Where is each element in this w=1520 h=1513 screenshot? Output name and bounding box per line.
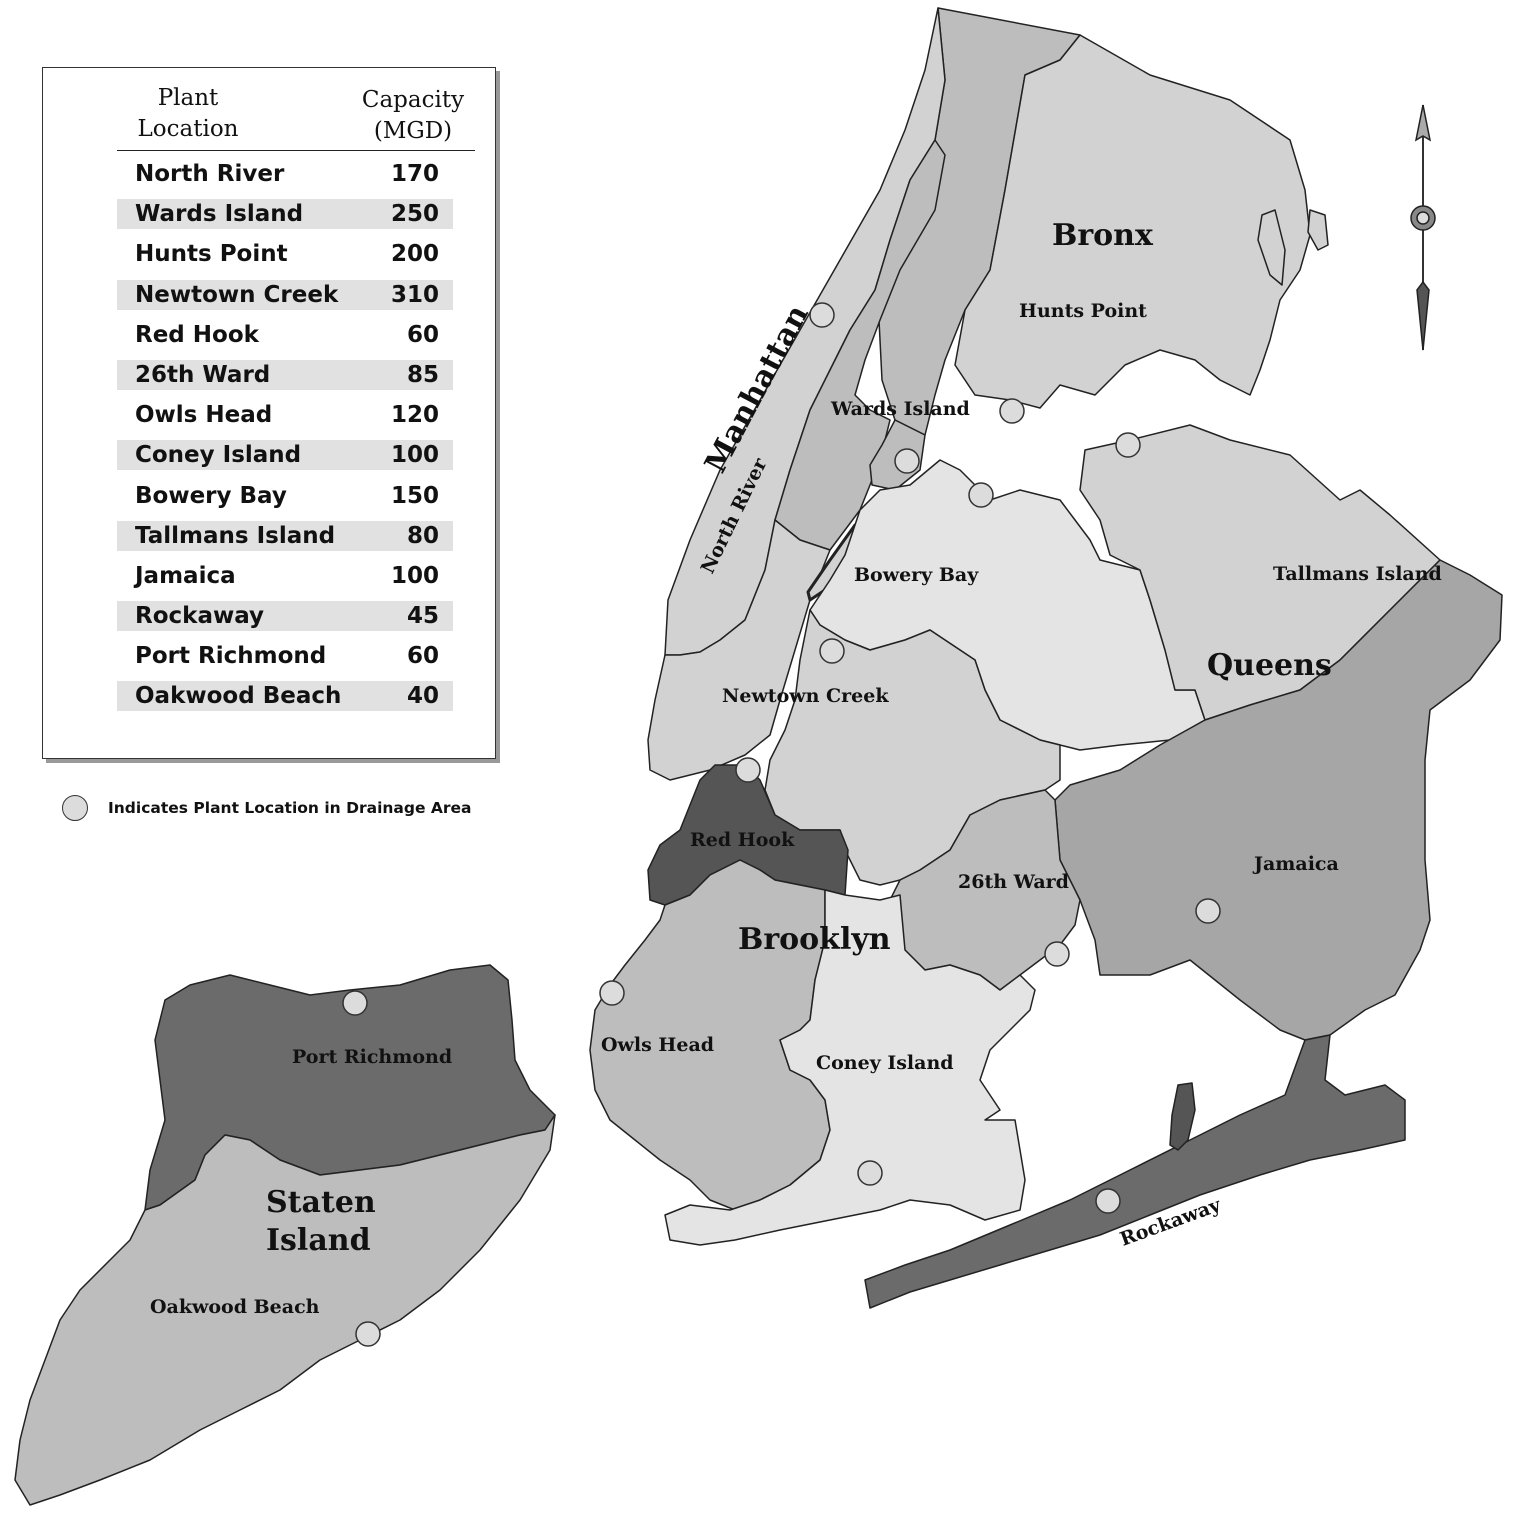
plant-location-cell: Hunts Point xyxy=(135,241,288,268)
plant-location-cell: Oakwood Beach xyxy=(135,683,342,710)
plant-marker xyxy=(968,482,994,508)
area-coney-island xyxy=(664,889,1036,1246)
plant-marker xyxy=(1095,1188,1121,1214)
plant-marker xyxy=(355,1321,381,1347)
plant-location-cell: Rockaway xyxy=(135,603,265,630)
capacity-cell: 60 xyxy=(406,321,439,348)
area-label-26th-ward: 26th Ward xyxy=(958,871,1069,893)
plant-marker xyxy=(809,302,835,328)
table-row: Owls Head 120 xyxy=(117,400,453,430)
area-label-port-richmond: Port Richmond xyxy=(292,1046,452,1068)
plant-markers xyxy=(342,302,1221,1347)
table-row: Oakwood Beach 40 xyxy=(117,681,453,712)
capacity-cell: 120 xyxy=(390,402,439,429)
area-label-coney-island: Coney Island xyxy=(816,1052,954,1074)
plant-location-cell: Red Hook xyxy=(135,321,259,348)
area-oakwood-beach xyxy=(14,1114,556,1506)
plant-location-cell: Coney Island xyxy=(135,442,302,469)
header-capacity: Capacity (MGD) xyxy=(361,87,465,144)
area-label-oakwood-beach: Oakwood Beach xyxy=(150,1296,320,1318)
plant-marker xyxy=(599,980,625,1006)
legend-note-text: Indicates Plant Location in Drainage Are… xyxy=(108,799,472,817)
legend-note: Indicates Plant Location in Drainage Are… xyxy=(62,795,472,821)
plant-location-cell: Port Richmond xyxy=(135,643,327,670)
capacity-cell: 100 xyxy=(390,442,439,469)
plant-location-cell: Owls Head xyxy=(135,402,273,429)
plant-location-cell: North River xyxy=(135,161,285,187)
table-row: North River 170 xyxy=(117,159,453,189)
table-row: Bowery Bay 150 xyxy=(117,481,453,511)
area-wards-island-manhattan xyxy=(774,139,946,551)
area-jamaica xyxy=(1054,559,1503,1041)
table-row: Newtown Creek 310 xyxy=(117,279,453,310)
table-row: 26th Ward 85 xyxy=(117,359,453,390)
capacity-cell: 45 xyxy=(406,603,439,630)
north-arrow-icon xyxy=(1410,104,1436,351)
island-bronx-east xyxy=(1257,209,1286,286)
plant-location-cell: Wards Island xyxy=(135,201,304,228)
table-row: Wards Island 250 xyxy=(117,199,453,230)
table-row: Hunts Point 200 xyxy=(117,239,453,269)
area-label-hunts-point: Hunts Point xyxy=(1019,300,1147,322)
plant-marker xyxy=(894,448,920,474)
capacity-cell: 40 xyxy=(406,683,439,710)
plant-location-cell: 26th Ward xyxy=(135,361,271,388)
plant-marker xyxy=(735,757,761,783)
capacity-cell: 85 xyxy=(406,361,439,388)
borough-label-staten-island-1: Staten xyxy=(266,1185,376,1220)
capacity-cell: 60 xyxy=(406,643,439,670)
island-bronx-east-2 xyxy=(1307,209,1329,251)
capacity-cell: 150 xyxy=(390,482,439,509)
table-row: Port Richmond 60 xyxy=(117,641,453,671)
capacity-cell: 100 xyxy=(390,562,439,589)
island-jamaica-bay xyxy=(1169,1082,1196,1151)
plant-marker xyxy=(1115,432,1141,458)
area-label-wards-island: Wards Island xyxy=(830,398,970,420)
area-label-bowery-bay: Bowery Bay xyxy=(854,564,979,586)
table-row: Coney Island 100 xyxy=(117,440,453,471)
area-hunts-point xyxy=(954,34,1311,409)
table-row: Red Hook 60 xyxy=(117,320,453,350)
area-label-newtown-creek: Newtown Creek xyxy=(722,685,889,707)
capacity-legend-table: Plant Location Capacity (MGD) North Rive… xyxy=(42,67,496,759)
plant-marker xyxy=(999,398,1025,424)
header-plant-location: Plant Location xyxy=(137,85,239,142)
area-label-tallmans-island: Tallmans Island xyxy=(1273,563,1442,585)
area-label-red-hook: Red Hook xyxy=(690,829,795,851)
area-rockaway xyxy=(864,1034,1406,1309)
capacity-cell: 80 xyxy=(406,522,439,549)
plant-location-cell: Bowery Bay xyxy=(135,482,287,509)
borough-label-queens: Queens xyxy=(1207,648,1332,683)
borough-label-brooklyn: Brooklyn xyxy=(738,922,891,957)
capacity-cell: 310 xyxy=(390,281,439,308)
plant-marker-icon xyxy=(62,795,88,821)
capacity-cell: 200 xyxy=(390,241,439,268)
borough-label-staten-island-2: Island xyxy=(266,1223,371,1258)
header-rule xyxy=(117,150,475,151)
plant-location-cell: Newtown Creek xyxy=(135,281,339,308)
borough-label-bronx: Bronx xyxy=(1052,218,1154,253)
plant-marker xyxy=(1044,941,1070,967)
plant-marker xyxy=(342,990,368,1016)
plant-location-cell: Jamaica xyxy=(135,562,236,589)
area-label-owls-head: Owls Head xyxy=(601,1034,714,1056)
table-row: Jamaica 100 xyxy=(117,561,453,591)
table-row: Rockaway 45 xyxy=(117,601,453,632)
plant-marker xyxy=(857,1160,883,1186)
capacity-cell: 170 xyxy=(390,161,439,187)
plant-location-cell: Tallmans Island xyxy=(135,522,336,549)
table-row: Tallmans Island 80 xyxy=(117,520,453,551)
plant-marker xyxy=(819,638,845,664)
area-label-jamaica: Jamaica xyxy=(1252,853,1339,875)
area-newtown-manhattan xyxy=(647,519,831,781)
capacity-cell: 250 xyxy=(390,201,439,228)
plant-marker xyxy=(1195,898,1221,924)
